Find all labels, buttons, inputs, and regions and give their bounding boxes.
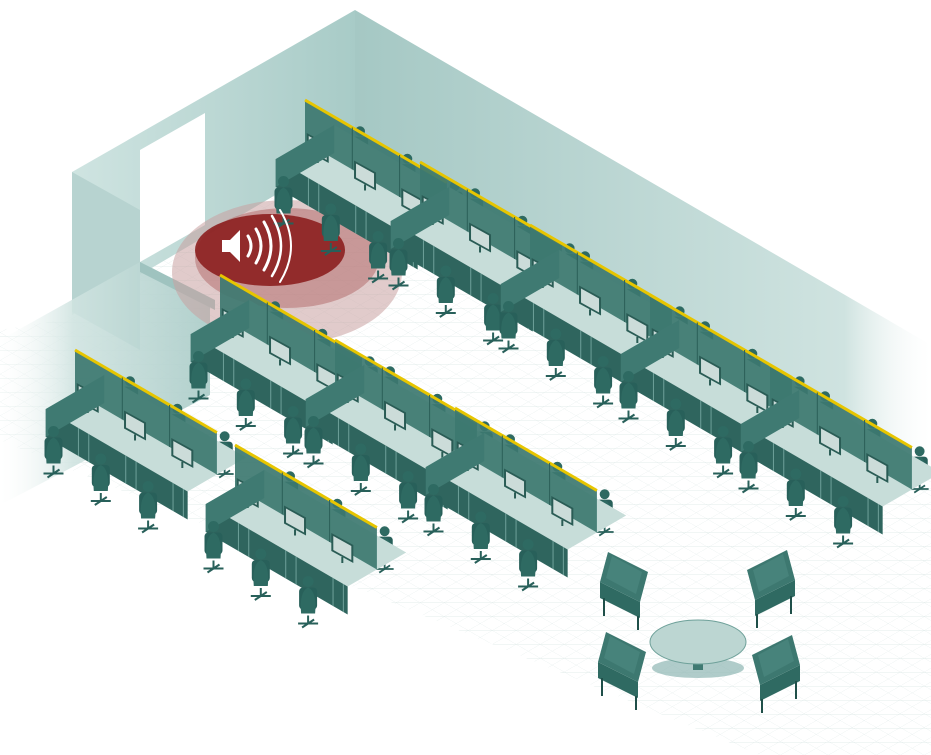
round-table <box>650 620 746 678</box>
